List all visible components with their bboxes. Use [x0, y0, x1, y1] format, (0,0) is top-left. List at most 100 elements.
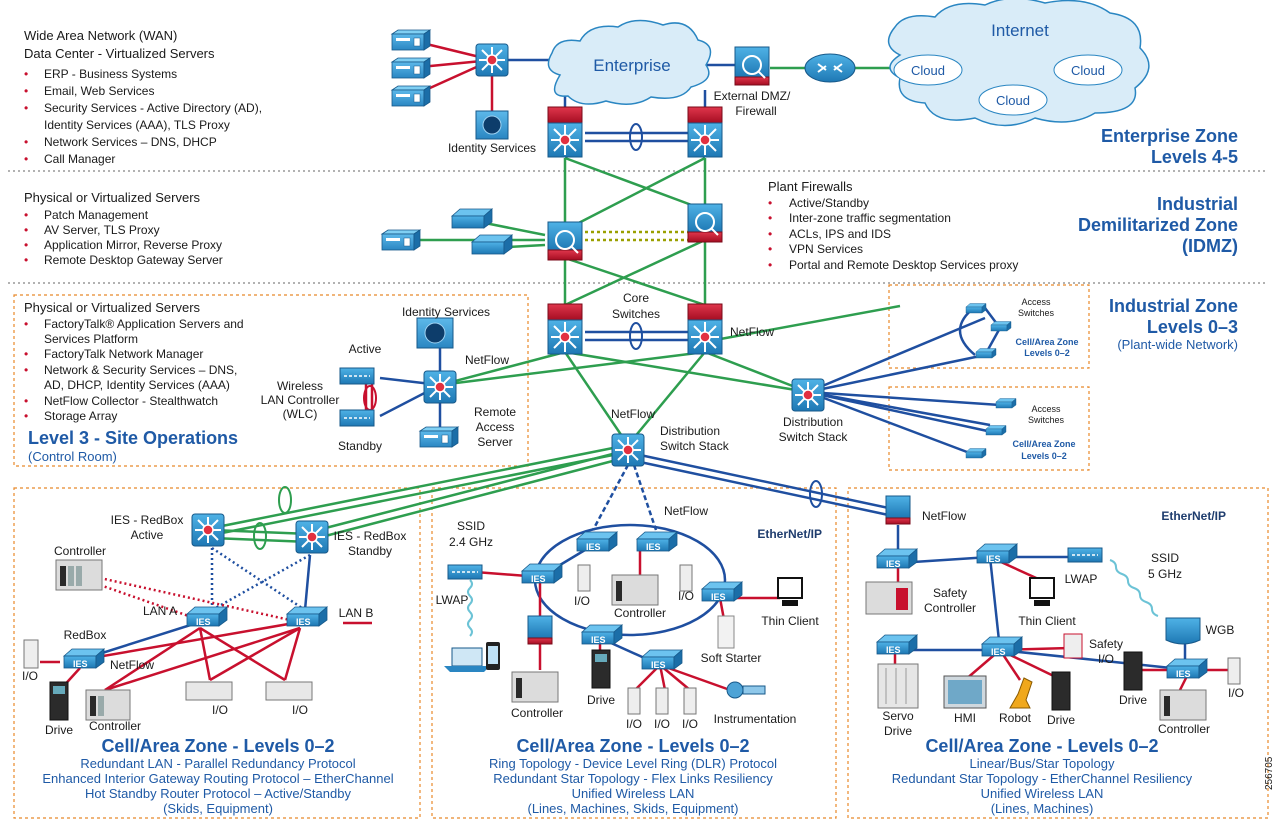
soft-starter-icon [717, 615, 735, 649]
cell3-lwap-label: LWAP [1065, 572, 1098, 586]
svg-text:IES: IES [1176, 669, 1191, 679]
svg-text:Patch Management: Patch Management [44, 208, 149, 222]
robot-label: Robot [999, 711, 1032, 725]
wlc-standby-label: Standby [338, 439, 382, 453]
cloud-3-label: Cloud [996, 93, 1030, 108]
svg-text:IES: IES [651, 660, 666, 670]
svg-text:IES: IES [886, 645, 901, 655]
cell2-io3-label: I/O [626, 717, 642, 731]
enterprise-router-firewall-icon [687, 106, 723, 158]
svg-text:•: • [768, 227, 772, 241]
wlc-active-label: Active [349, 342, 382, 356]
level3-identity-label: Identity Services [402, 305, 490, 319]
distribution-switch-stack-icon [791, 378, 825, 412]
redbox-standby-label-2: Standby [348, 544, 392, 558]
svg-text:•: • [24, 253, 28, 267]
access-switches-label: Switches [1018, 308, 1055, 318]
svg-text:•: • [768, 258, 772, 272]
level3-servers-list: •FactoryTalk® Application Servers and Se… [24, 317, 244, 423]
control-room-label: (Control Room) [28, 449, 117, 464]
cell1-io-left-label: I/O [22, 669, 38, 683]
laptop-icon [444, 647, 490, 672]
cell2-controller-label: Controller [511, 706, 563, 720]
svg-text:FactoryTalk Network Manager: FactoryTalk Network Manager [44, 347, 203, 361]
safety-io-label-2: I/O [1098, 652, 1114, 666]
idmz-title-3: (IDMZ) [1182, 236, 1238, 256]
svg-text:Hot Standby Router Protocol –: Hot Standby Router Protocol – Active/Sta… [85, 786, 351, 801]
svg-text:Unified Wireless LAN: Unified Wireless LAN [572, 786, 695, 801]
cell2-thin-client-label: Thin Client [761, 614, 819, 628]
industrial-zone-title: Industrial Zone [1109, 296, 1238, 316]
server-icon [391, 29, 431, 51]
cell2-io5-label: I/O [682, 717, 698, 731]
svg-text:Enhanced Interior Gateway Rout: Enhanced Interior Gateway Routing Protoc… [42, 771, 393, 786]
plant-firewalls-list: •Active/Standby •Inter-zone traffic segm… [768, 196, 1018, 272]
servo-drive-label-2: Drive [884, 724, 912, 738]
remote-label-3: Server [477, 435, 512, 449]
enterprise-router-firewall-icon [547, 106, 583, 158]
idmz-switch-icon [471, 234, 513, 255]
drive-icon [49, 681, 69, 721]
ies-redbox-standby-icon [295, 520, 329, 554]
cell2-netflow-label: NetFlow [664, 504, 708, 518]
cell2-instrumentation-label: Instrumentation [714, 712, 797, 726]
cell-area-zone-label: Cell/Area Zone [1015, 337, 1078, 347]
redbox-active-label-1: IES - RedBox [111, 513, 184, 527]
cell2-ssid-band-label: 2.4 GHz [449, 535, 493, 549]
svg-text:Redundant Star Topology - Ethe: Redundant Star Topology - EtherChannel R… [892, 771, 1193, 786]
svg-text:Call Manager: Call Manager [44, 152, 115, 166]
hmi-icon [943, 675, 987, 709]
level3-title: Level 3 - Site Operations [28, 428, 238, 448]
servo-drive-label-1: Servo [882, 709, 914, 723]
svg-text:•: • [24, 84, 28, 98]
svg-text:IES: IES [591, 635, 606, 645]
cell2-ethernetip-logo: EtherNet/IP [757, 527, 822, 541]
drive-icon [591, 649, 611, 689]
cell1-io2-label: I/O [292, 703, 308, 717]
idmz-switch-icon [451, 208, 493, 229]
instrumentation-icon [726, 681, 766, 699]
access-switch-icon [965, 303, 1017, 459]
cell2-ssid-label: SSID [457, 519, 485, 533]
core-switch-icon [547, 303, 583, 355]
svg-text:Services Platform: Services Platform [44, 332, 138, 346]
controller-icon [1159, 689, 1207, 721]
enterprise-zone-levels: Levels 4-5 [1151, 147, 1238, 167]
io-module-icon [23, 639, 313, 701]
cloud-2-label: Cloud [1071, 63, 1105, 78]
wgb-icon [1165, 617, 1201, 645]
idmz-servers-heading: Physical or Virtualized Servers [24, 190, 201, 205]
data-center-heading: Data Center - Virtualized Servers [24, 46, 215, 61]
svg-text:•: • [24, 347, 28, 361]
access-switches-label: Access [1031, 404, 1061, 414]
svg-text:Security Services - Active Dir: Security Services - Active Directory (AD… [44, 101, 262, 115]
svg-text:AV Server, TLS Proxy: AV Server, TLS Proxy [44, 223, 160, 237]
switch-stack-label: Switch Stack [660, 439, 730, 453]
svg-text:NetFlow Collector - Stealthwat: NetFlow Collector - Stealthwatch [44, 394, 218, 408]
redbox-label: RedBox [64, 628, 107, 642]
cell2-io4-label: I/O [654, 717, 670, 731]
wlc-label-3: (WLC) [283, 407, 318, 421]
lwap-icon [447, 564, 483, 580]
svg-text:Linear/Bus/Star Topology: Linear/Bus/Star Topology [969, 756, 1115, 771]
distribution-label: Distribution [660, 424, 720, 438]
svg-text:Remote Desktop Gateway Server: Remote Desktop Gateway Server [44, 253, 223, 267]
hmi-label: HMI [954, 711, 976, 725]
svg-text:IES: IES [73, 659, 88, 669]
enterprise-cloud-label: Enterprise [593, 56, 670, 75]
cell3-io-label: I/O [1228, 686, 1244, 700]
cell1-netflow-label: NetFlow [110, 658, 154, 672]
cell3-ethernetip-logo: EtherNet/IP [1161, 509, 1226, 523]
idmz-title-1: Industrial [1157, 194, 1238, 214]
wgb-label: WGB [1206, 623, 1235, 637]
controller-icon [511, 574, 659, 703]
cell2-io2-label: I/O [678, 589, 694, 603]
cell2-description: Ring Topology - Device Level Ring (DLR) … [489, 756, 777, 816]
svg-text:•: • [24, 394, 28, 408]
redbox-active-label-2: Active [131, 528, 164, 542]
level3-switch-icon [423, 370, 457, 404]
external-dmz-label: External DMZ/ [714, 89, 791, 103]
safety-io-icon [1063, 633, 1083, 659]
cell3-ssid-band-label: 5 GHz [1148, 567, 1182, 581]
